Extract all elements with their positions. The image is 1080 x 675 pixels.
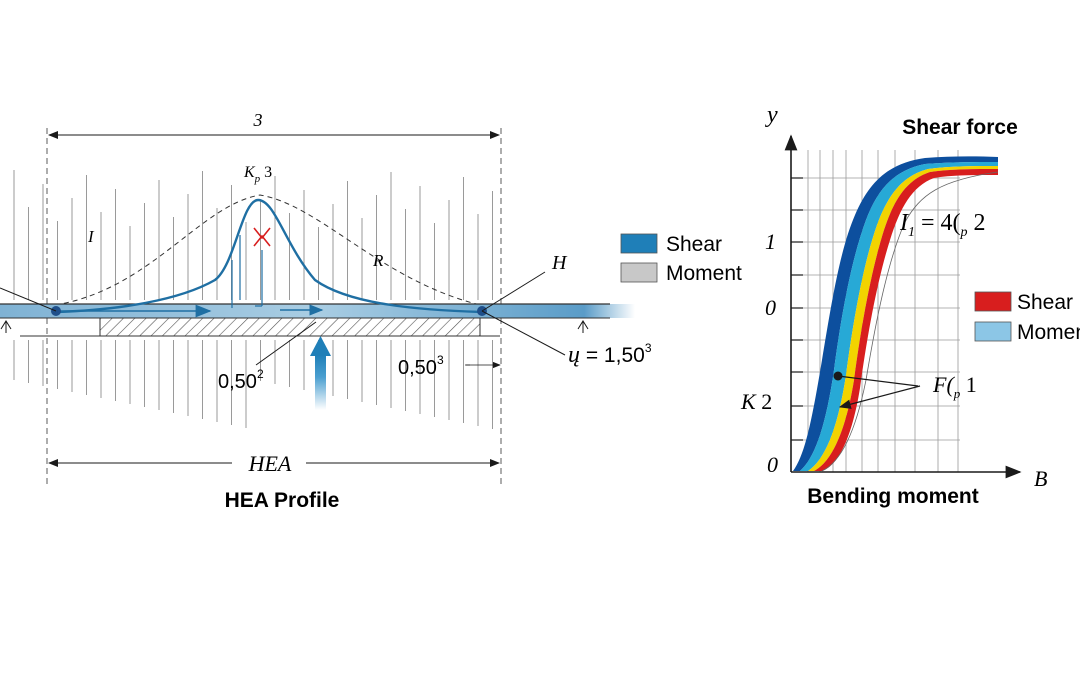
dim-y-label: ų = 1,503 — [568, 341, 652, 368]
leader-y — [481, 310, 566, 356]
x-axis-label: B — [1034, 466, 1047, 491]
y-axis-label: y — [765, 102, 778, 128]
legend-label-moment-right: Moment — [1017, 321, 1080, 344]
load-hatch-lines — [13, 170, 493, 429]
moment-envelope — [54, 194, 481, 306]
support-reaction-arrow — [315, 355, 326, 410]
callout-label: F(p 1 — [932, 372, 977, 401]
tick-1: 1 — [765, 229, 776, 254]
legend-swatch-shear-right — [974, 291, 1012, 312]
legend-label-shear: Shear — [666, 233, 722, 256]
graph-title: Shear force — [902, 116, 1018, 139]
curve-band-dark-blue — [793, 156, 998, 471]
red-marker — [253, 227, 271, 247]
legend-label-moment: Moment — [666, 262, 742, 285]
legend-right: Shear Moment — [974, 291, 1080, 344]
region-label-left: I — [87, 227, 95, 246]
graph: y B Shear force Bending moment 1 0 K 2 0… — [740, 102, 1047, 508]
support-label-H: H — [551, 252, 568, 274]
bottom-dimension-label: HEA — [248, 451, 292, 476]
shear-curve — [55, 198, 483, 314]
tick-0-upper: 0 — [765, 295, 776, 320]
tick-0-lower: 0 — [767, 452, 778, 477]
legend-swatch-shear — [620, 233, 658, 254]
region-label-right: R — [372, 251, 384, 270]
thin-reference-curve — [821, 171, 999, 472]
graph-x-caption: Bending moment — [807, 485, 979, 508]
leader-center — [255, 321, 317, 366]
top-dimension-label: 3 — [253, 110, 263, 130]
hatched-support — [99, 317, 481, 337]
tick-k2: K 2 — [740, 389, 772, 414]
legend-left: Shear Moment — [620, 233, 742, 285]
beam-caption: HEA Profile — [225, 489, 340, 512]
dim-right-label: 0,503 — [398, 353, 444, 379]
legend-swatch-moment-right — [974, 321, 1012, 342]
curve-band-cyan — [800, 162, 998, 471]
equation-label: I1 = 4(p 2 — [899, 210, 986, 240]
legend-label-shear-right: Shear — [1017, 291, 1073, 314]
beam-diagram: 3 — [0, 110, 652, 512]
dim-center-label: 0,502 — [218, 367, 264, 393]
leader-H — [481, 271, 546, 312]
legend-swatch-moment — [620, 262, 658, 283]
